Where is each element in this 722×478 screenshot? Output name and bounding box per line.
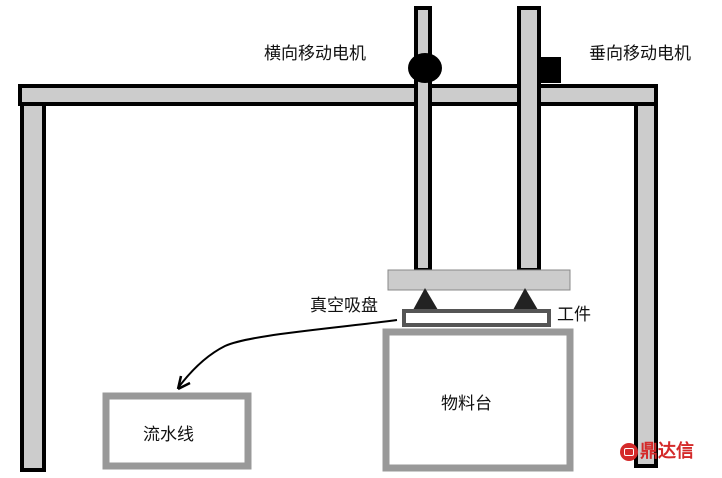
label-conveyor: 流水线 [143,425,194,445]
watermark-logo-icon [620,443,638,461]
label-horizontal-motor: 横向移动电机 [264,44,366,64]
label-vertical-motor: 垂向移动电机 [589,44,691,64]
workpiece [402,309,551,327]
gantry-left-leg [20,102,46,472]
label-material-table: 物料台 [441,394,492,414]
vertical-column-right [517,6,541,272]
gantry-top-beam [18,84,658,106]
arrow-head-icon [176,375,191,391]
gantry-right-leg [634,102,658,468]
material-table [382,328,574,472]
vertical-motor-icon [539,57,561,83]
vacuum-cup-right [513,288,538,310]
vertical-column-left [414,6,432,272]
horizontal-motor-icon [408,53,442,83]
vacuum-cup-left [413,288,438,310]
label-workpiece: 工件 [557,305,591,325]
conveyor [102,392,252,470]
watermark: 鼎达信 [620,443,694,461]
watermark-text: 鼎达信 [640,441,694,462]
suction-plate [387,269,571,291]
transfer-arrow [177,319,398,389]
label-vacuum-cup: 真空吸盘 [310,296,378,316]
